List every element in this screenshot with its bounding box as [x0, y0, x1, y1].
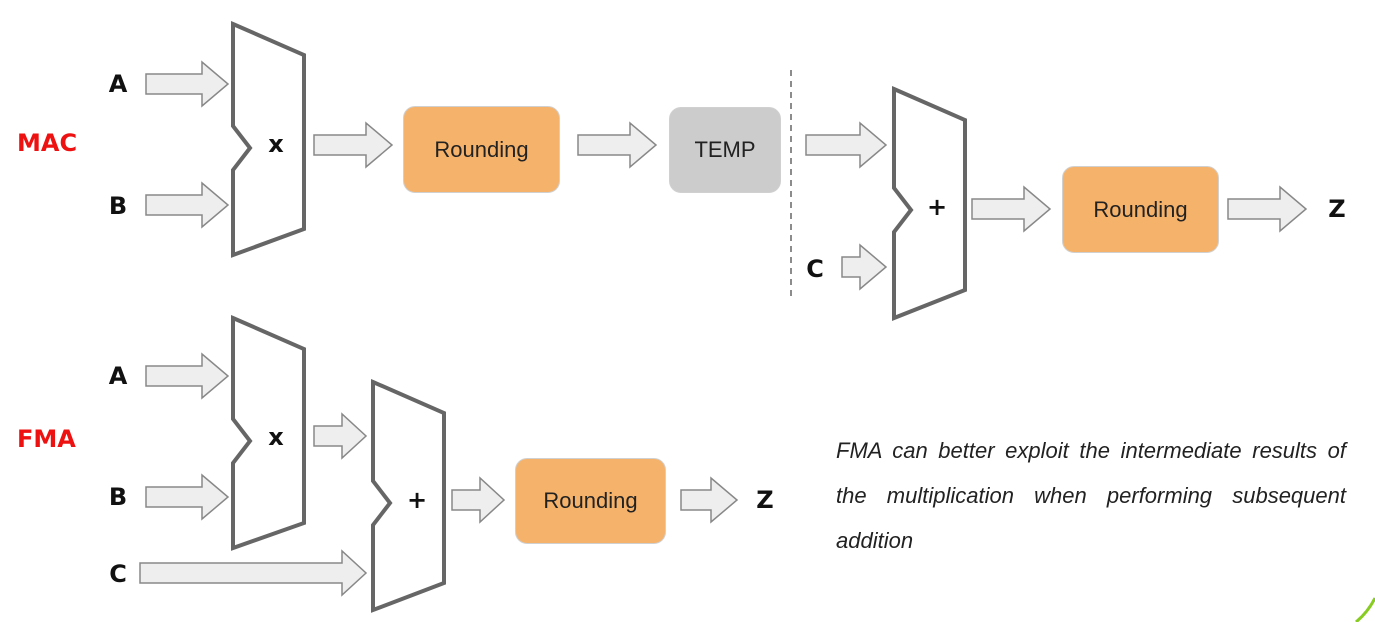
mac-arrow-adder-to-rounding — [971, 185, 1052, 233]
fma-input-a-label: A — [108, 362, 128, 390]
mac-multiplier-unit — [231, 20, 306, 258]
fma-arrow-to-z — [680, 476, 739, 524]
mac-title: MAC — [17, 129, 78, 157]
mac-arrow-b — [145, 181, 230, 229]
mac-input-b-label: B — [108, 192, 128, 220]
fma-multiply-symbol: x — [268, 423, 284, 451]
mac-rounding-box-2: Rounding — [1062, 166, 1219, 253]
fma-arrow-b — [145, 473, 230, 521]
fma-multiplier-unit — [231, 314, 306, 551]
mac-rounding-box-1: Rounding — [403, 106, 560, 193]
mac-arrow-rounding-to-temp — [577, 121, 658, 169]
fma-input-c-label: C — [109, 560, 127, 588]
fma-arrow-c — [139, 549, 368, 597]
mac-adder-unit — [892, 85, 967, 321]
mac-arrow-a — [145, 60, 230, 108]
fma-arrow-mult-to-adder — [313, 412, 368, 460]
mac-arrow-temp-to-adder — [805, 121, 888, 169]
mac-arrow-mult-to-rounding — [313, 121, 394, 169]
fma-arrow-a — [145, 352, 230, 400]
mac-multiply-symbol: x — [268, 130, 284, 158]
fma-rounding-box: Rounding — [515, 458, 666, 544]
fma-arrow-adder-to-rounding — [451, 476, 506, 524]
fma-explanation-note: FMA can better exploit the intermediate … — [836, 438, 1346, 553]
mac-arrow-c — [841, 243, 888, 291]
fma-add-symbol: + — [406, 486, 428, 514]
mac-add-symbol: + — [926, 193, 948, 221]
mac-input-c-label: C — [806, 255, 824, 283]
mac-input-a-label: A — [108, 70, 128, 98]
corner-accent — [1355, 597, 1375, 622]
fma-input-b-label: B — [108, 483, 128, 511]
fma-adder-unit — [371, 378, 446, 613]
mac-output-z-label: Z — [1328, 195, 1346, 223]
mac-temp-box: TEMP — [669, 107, 781, 193]
fma-title: FMA — [17, 425, 76, 453]
fma-output-z-label: Z — [756, 486, 774, 514]
mac-arrow-to-z — [1227, 185, 1308, 233]
